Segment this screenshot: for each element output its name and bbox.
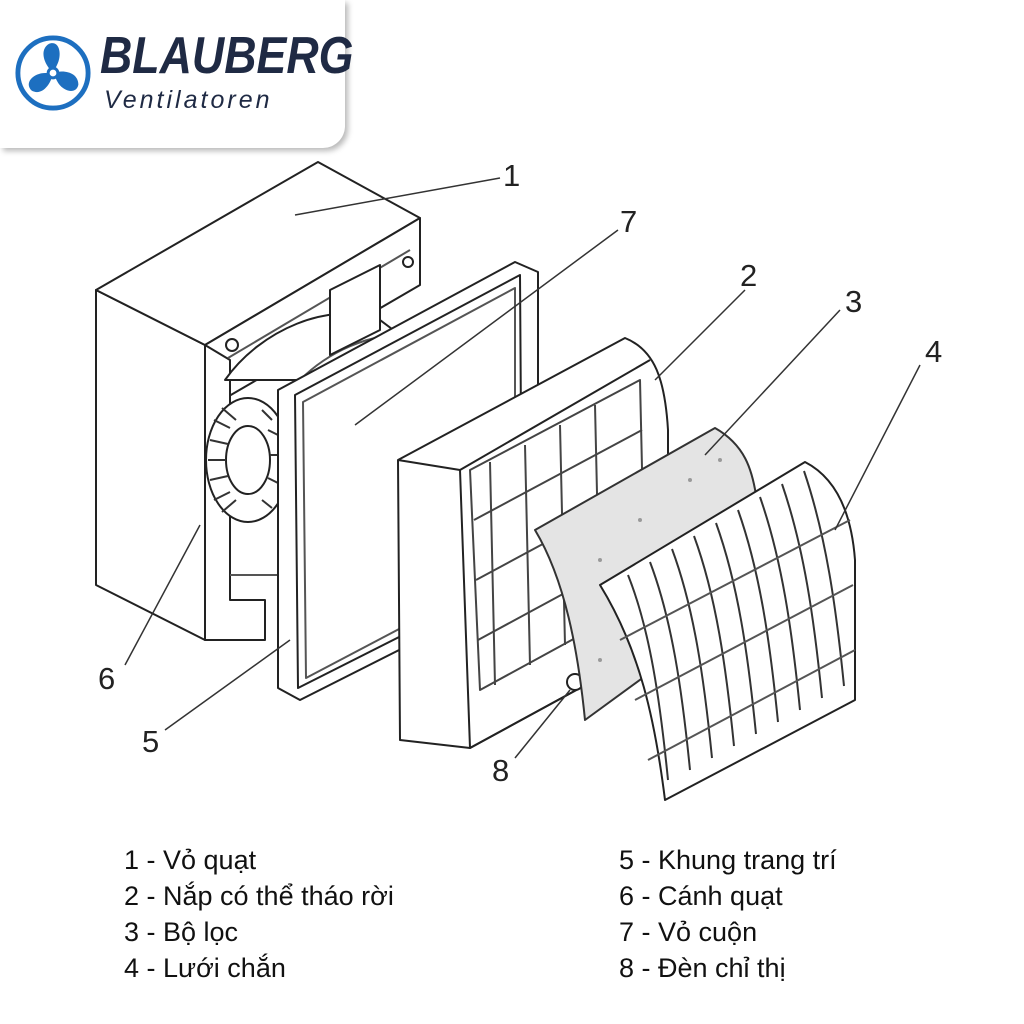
callout-1: 1: [503, 158, 521, 193]
protective-grille: [599, 461, 856, 801]
legend-left: 1 - Vỏ quạt 2 - Nắp có thể tháo rời 3 - …: [124, 842, 394, 986]
legend-item: 3 - Bộ lọc: [124, 917, 239, 947]
legend-item: 6 - Cánh quạt: [619, 881, 783, 911]
fan-icon: [15, 35, 91, 111]
legend-right: 5 - Khung trang trí 6 - Cánh quạt 7 - Vỏ…: [619, 842, 837, 986]
legend-item: 4 - Lưới chắn: [124, 953, 286, 983]
legend-item: 1 - Vỏ quạt: [124, 845, 257, 875]
brand-tagline: Ventilatoren: [104, 86, 273, 114]
logo-box: BLAUBERG Ventilatoren: [0, 0, 353, 148]
callout-4: 4: [925, 334, 943, 369]
callout-3: 3: [845, 284, 863, 319]
callout-2: 2: [740, 258, 758, 293]
callout-5: 5: [142, 724, 160, 759]
brand-name: BLAUBERG: [100, 27, 354, 85]
callout-8: 8: [492, 753, 510, 788]
callout-6: 6: [98, 661, 116, 696]
legend-item: 8 - Đèn chỉ thị: [619, 953, 786, 983]
legend-item: 5 - Khung trang trí: [619, 845, 837, 875]
leader-lines: [124, 177, 921, 759]
legend-item: 2 - Nắp có thể tháo rời: [124, 881, 394, 911]
legend-item: 7 - Vỏ cuộn: [619, 917, 758, 947]
callout-7: 7: [620, 204, 638, 239]
